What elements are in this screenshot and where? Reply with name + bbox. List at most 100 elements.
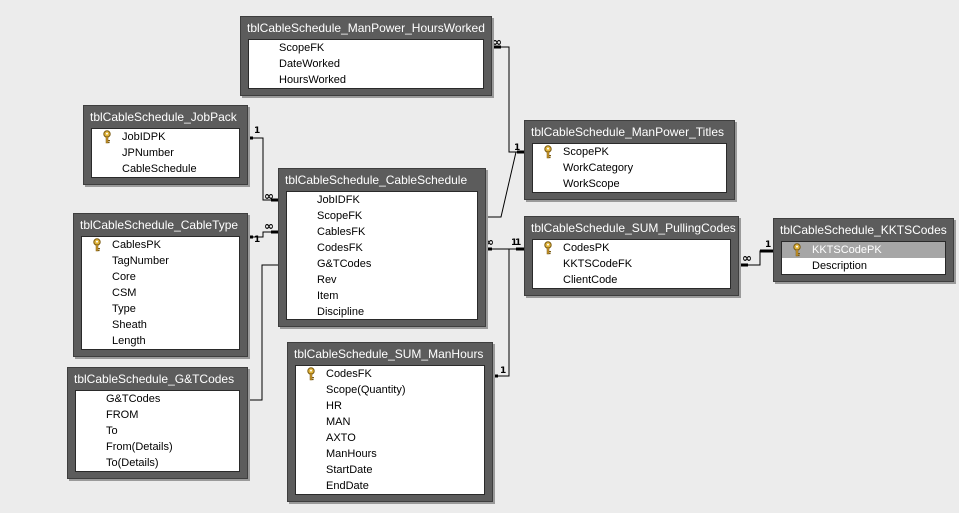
field-row[interactable]: HR — [296, 398, 484, 414]
field-name: To — [106, 425, 118, 437]
field-row[interactable]: Description — [782, 258, 945, 274]
table-title[interactable]: tblCableSchedule_KKTSCodes — [780, 223, 947, 237]
field-name: CodesFK — [317, 242, 363, 254]
field-row[interactable]: JPNumber — [92, 145, 239, 161]
table-title[interactable]: tblCableSchedule_SUM_ManHours — [294, 347, 484, 361]
field-name: KKTSCodePK — [812, 244, 882, 256]
field-row[interactable]: WorkScope — [533, 176, 726, 192]
field-row[interactable]: Core — [82, 269, 239, 285]
one-label: 1 — [254, 126, 260, 136]
many-label: ∞ — [264, 219, 274, 233]
table-title[interactable]: tblCableSchedule_ManPower_HoursWorked — [247, 21, 485, 35]
field-name: JobIDFK — [317, 194, 360, 206]
table-title[interactable]: tblCableSchedule_CableSchedule — [285, 173, 468, 187]
field-row[interactable]: MAN — [296, 414, 484, 430]
table-title[interactable]: tblCableSchedule_G&TCodes — [74, 372, 235, 386]
field-row[interactable]: KKTSCodeFK — [533, 256, 730, 272]
field-row[interactable]: To(Details) — [76, 455, 239, 471]
field-row[interactable]: ScopePK — [533, 144, 726, 160]
one-label: 1 — [515, 238, 521, 248]
field-row[interactable]: G&TCodes — [287, 256, 477, 272]
field-list[interactable]: KKTSCodePK Description — [781, 241, 946, 275]
primary-key-icon — [543, 241, 553, 255]
field-name: From(Details) — [106, 441, 173, 453]
field-row[interactable]: DateWorked — [249, 56, 483, 72]
many-label: ∞ — [264, 189, 274, 203]
field-row[interactable]: Discipline — [287, 304, 477, 319]
many-label: ∞ — [742, 251, 752, 265]
table-title[interactable]: tblCableSchedule_JobPack — [90, 110, 237, 124]
field-row[interactable]: Item — [287, 288, 477, 304]
field-name: Item — [317, 290, 339, 302]
primary-key-icon — [543, 145, 553, 159]
primary-key-icon — [102, 130, 112, 144]
field-row[interactable]: HoursWorked — [249, 72, 483, 88]
field-row[interactable]: AXTO — [296, 430, 484, 446]
field-name: TagNumber — [112, 255, 169, 267]
field-row[interactable]: To — [76, 423, 239, 439]
field-name: Sheath — [112, 319, 147, 331]
field-row[interactable]: StartDate — [296, 462, 484, 478]
field-row[interactable]: G&TCodes — [76, 391, 239, 407]
field-row[interactable]: ManHours — [296, 446, 484, 462]
field-name: JPNumber — [122, 147, 174, 159]
field-name: Core — [112, 271, 136, 283]
field-name: ScopeFK — [317, 210, 363, 222]
field-row[interactable]: FROM — [76, 407, 239, 423]
field-name: CablesPK — [112, 239, 161, 251]
field-row[interactable]: CodesFK — [296, 366, 484, 382]
field-name: AXTO — [326, 432, 356, 444]
field-row[interactable]: CablesFK — [287, 224, 477, 240]
field-name: Scope(Quantity) — [326, 384, 406, 396]
field-row[interactable]: ScopeFK — [287, 208, 477, 224]
field-row[interactable]: EndDate — [296, 478, 484, 494]
field-row[interactable]: WorkCategory — [533, 160, 726, 176]
field-row[interactable]: KKTSCodePK — [782, 242, 945, 258]
table-title[interactable]: tblCableSchedule_ManPower_Titles — [531, 125, 724, 139]
table-title[interactable]: tblCableSchedule_SUM_PullingCodes — [531, 221, 736, 235]
field-list[interactable]: CodesPK KKTSCodeFK ClientCode — [532, 239, 731, 289]
field-name: FROM — [106, 409, 139, 421]
field-row[interactable]: CablesPK — [82, 237, 239, 253]
field-row[interactable]: CodesPK — [533, 240, 730, 256]
field-row[interactable]: JobIDFK — [287, 192, 477, 208]
field-row[interactable]: Length — [82, 333, 239, 349]
field-name: KKTSCodeFK — [563, 258, 633, 270]
field-name: JobIDPK — [122, 131, 166, 143]
field-row[interactable]: ScopeFK — [249, 40, 483, 56]
field-name: EndDate — [326, 480, 369, 492]
field-name: G&TCodes — [317, 258, 372, 270]
many-label: ∞ — [492, 35, 502, 49]
field-row[interactable]: Type — [82, 301, 239, 317]
field-row[interactable]: CableSchedule — [92, 161, 239, 177]
field-name: ScopeFK — [279, 42, 325, 54]
field-row[interactable]: ClientCode — [533, 272, 730, 288]
field-row[interactable]: Sheath — [82, 317, 239, 333]
field-row[interactable]: Scope(Quantity) — [296, 382, 484, 398]
field-row[interactable]: Rev — [287, 272, 477, 288]
field-row[interactable]: CSM — [82, 285, 239, 301]
field-row[interactable]: From(Details) — [76, 439, 239, 455]
field-row[interactable]: CodesFK — [287, 240, 477, 256]
field-row[interactable]: TagNumber — [82, 253, 239, 269]
field-row[interactable]: JobIDPK — [92, 129, 239, 145]
one-label: 1 — [254, 235, 260, 245]
field-name: G&TCodes — [106, 393, 161, 405]
table-title[interactable]: tblCableSchedule_CableType — [80, 218, 239, 232]
